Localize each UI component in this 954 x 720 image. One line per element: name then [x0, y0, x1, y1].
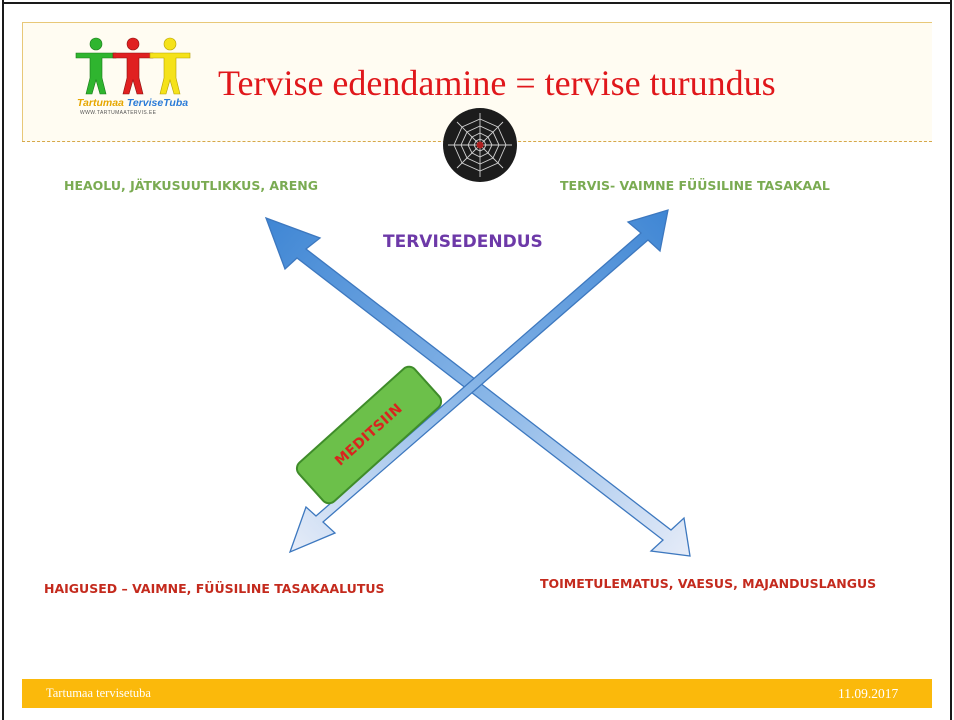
logo-name-part1: Tartumaa: [77, 97, 124, 109]
frame-border-right: [950, 0, 952, 720]
frame-border-top: [2, 2, 952, 4]
frame-border-left: [2, 0, 4, 720]
label-bottom-left: HAIGUSED – VAIMNE, FÜÜSILINE TASAKAALUTU…: [44, 581, 385, 596]
label-top-left: HEAOLU, JÄTKUSUUTLIKKUS, ARENG: [64, 178, 318, 193]
footer-date: 11.09.2017: [838, 686, 899, 701]
spider-web-icon: [443, 108, 517, 182]
logo-name: Tartumaa TerviseTuba: [77, 97, 188, 109]
footer-bar: [22, 679, 932, 708]
yellow-figure-icon: [149, 37, 191, 95]
label-top-right: TERVIS- VAIMNE FÜÜSILINE TASAKAAL: [560, 178, 830, 193]
header-border-left: [22, 22, 23, 142]
logo-name-part2: TerviseTuba: [126, 97, 189, 109]
footer-left-text: Tartumaa tervisetuba: [46, 686, 151, 700]
stick-figures-logo: [75, 37, 191, 95]
slide-title: Tervise edendamine = tervise turundus: [218, 63, 776, 103]
logo-url: WWW.TARTUMAATERVIS.EE: [80, 110, 157, 116]
double-arrow-diagonal: [288, 209, 669, 554]
label-bottom-right: TOIMETULEMATUS, VAESUS, MAJANDUSLANGUS: [540, 576, 877, 591]
header-border-top: [22, 22, 932, 23]
label-center: TERVISEDENDUS: [383, 232, 543, 252]
